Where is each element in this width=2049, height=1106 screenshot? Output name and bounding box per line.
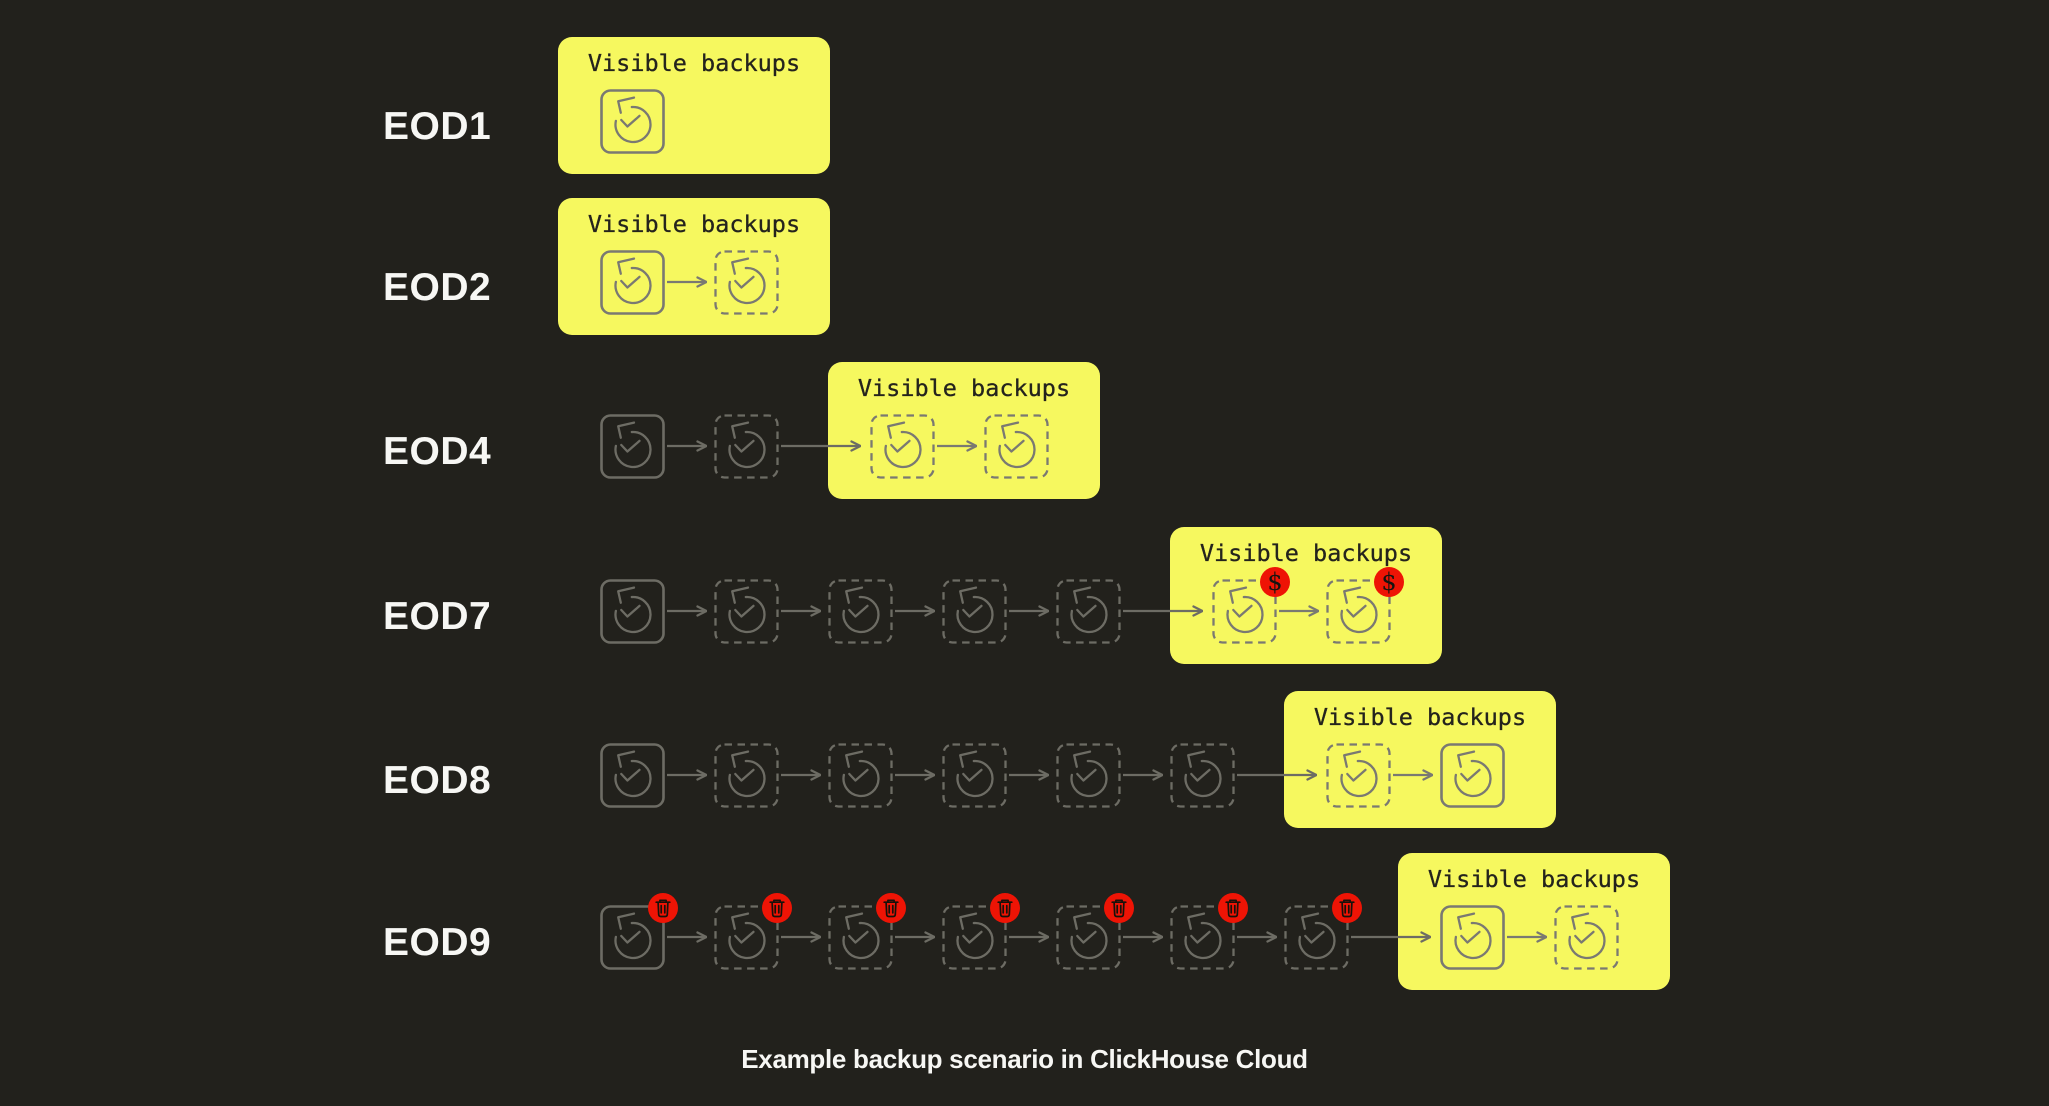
backup-restore-icon bbox=[714, 249, 779, 315]
visible-backups-label: Visible backups bbox=[587, 49, 801, 77]
backup-restore-icon bbox=[1440, 904, 1505, 970]
backup-restore-icon bbox=[1440, 742, 1505, 808]
dollar-badge-icon: $ bbox=[1260, 566, 1290, 597]
backup-restore-icon bbox=[1212, 578, 1277, 644]
backup-restore-icon bbox=[600, 742, 665, 808]
backup-restore-icon bbox=[942, 904, 1007, 970]
backup-restore-icon bbox=[1326, 578, 1391, 644]
arrow-right-icon bbox=[1123, 931, 1163, 943]
trash-badge-icon bbox=[876, 892, 906, 923]
backup-restore-icon bbox=[942, 578, 1007, 644]
eod-label: EOD4 bbox=[383, 430, 492, 473]
backup-restore-icon bbox=[1326, 742, 1391, 808]
arrow-right-icon bbox=[667, 605, 707, 617]
visible-backups-label: Visible backups bbox=[1313, 703, 1527, 731]
arrow-right-icon bbox=[667, 769, 707, 781]
eod-label: EOD7 bbox=[383, 595, 492, 638]
arrow-right-icon bbox=[1123, 769, 1163, 781]
eod-label: EOD9 bbox=[383, 921, 492, 964]
caption: Example backup scenario in ClickHouse Cl… bbox=[741, 1044, 1308, 1074]
trash-badge-icon bbox=[1218, 892, 1248, 923]
arrow-right-icon bbox=[781, 769, 821, 781]
backup-restore-icon bbox=[600, 904, 665, 970]
backup-restore-icon bbox=[600, 413, 665, 479]
backup-restore-icon bbox=[828, 742, 893, 808]
arrow-right-icon bbox=[1237, 931, 1277, 943]
backup-restore-icon bbox=[1056, 904, 1121, 970]
backup-restore-icon bbox=[600, 88, 665, 154]
trash-badge-icon bbox=[648, 892, 678, 923]
backup-restore-icon bbox=[1170, 904, 1235, 970]
arrow-right-icon bbox=[1009, 769, 1049, 781]
backup-restore-icon bbox=[600, 249, 665, 315]
arrow-right-icon bbox=[1279, 605, 1319, 617]
arrow-right-icon bbox=[667, 931, 707, 943]
arrow-right-icon bbox=[1351, 931, 1431, 943]
arrow-right-icon bbox=[667, 440, 707, 452]
arrow-right-icon bbox=[781, 605, 821, 617]
visible-backups-box bbox=[1170, 527, 1442, 664]
dollar-badge-icon: $ bbox=[1374, 566, 1404, 597]
svg-text:$: $ bbox=[1381, 568, 1396, 596]
eod-label: EOD8 bbox=[383, 759, 492, 802]
arrow-right-icon bbox=[1237, 769, 1317, 781]
backup-restore-icon bbox=[600, 578, 665, 644]
arrow-right-icon bbox=[895, 769, 935, 781]
visible-backups-label: Visible backups bbox=[857, 374, 1071, 402]
eod-label: EOD2 bbox=[383, 266, 492, 309]
arrow-right-icon bbox=[895, 605, 935, 617]
arrow-right-icon bbox=[1123, 605, 1203, 617]
arrow-right-icon bbox=[1009, 605, 1049, 617]
backup-restore-icon bbox=[1056, 578, 1121, 644]
visible-backups-box bbox=[558, 37, 830, 174]
backup-restore-icon bbox=[714, 413, 779, 479]
arrow-right-icon bbox=[781, 931, 821, 943]
arrow-right-icon bbox=[1393, 769, 1433, 781]
visible-backups-label: Visible backups bbox=[1199, 539, 1413, 567]
eod-label: EOD1 bbox=[383, 105, 492, 148]
backup-restore-icon bbox=[1554, 904, 1619, 970]
arrow-right-icon bbox=[667, 276, 707, 288]
arrow-right-icon bbox=[937, 440, 977, 452]
trash-badge-icon bbox=[990, 892, 1020, 923]
arrow-right-icon bbox=[781, 440, 861, 452]
trash-badge-icon bbox=[1332, 892, 1362, 923]
visible-backups-box bbox=[1398, 853, 1670, 990]
visible-backups-box bbox=[1284, 691, 1556, 828]
backup-restore-icon bbox=[942, 742, 1007, 808]
visible-backups-box bbox=[828, 362, 1100, 499]
backup-restore-icon bbox=[828, 578, 893, 644]
visible-backups-label: Visible backups bbox=[1427, 865, 1641, 893]
arrow-right-icon bbox=[1009, 931, 1049, 943]
backup-restore-icon bbox=[714, 904, 779, 970]
backup-restore-icon bbox=[828, 904, 893, 970]
backup-restore-icon bbox=[714, 578, 779, 644]
backup-restore-icon bbox=[1056, 742, 1121, 808]
backup-restore-icon bbox=[984, 413, 1049, 479]
svg-text:$: $ bbox=[1267, 568, 1282, 596]
trash-badge-icon bbox=[762, 892, 792, 923]
trash-badge-icon bbox=[1104, 892, 1134, 923]
arrow-right-icon bbox=[895, 931, 935, 943]
backup-restore-icon bbox=[1170, 742, 1235, 808]
arrow-right-icon bbox=[1507, 931, 1547, 943]
backup-restore-icon bbox=[870, 413, 935, 479]
visible-backups-box bbox=[558, 198, 830, 335]
backup-restore-icon bbox=[1284, 904, 1349, 970]
visible-backups-label: Visible backups bbox=[587, 210, 801, 238]
backup-restore-icon bbox=[714, 742, 779, 808]
